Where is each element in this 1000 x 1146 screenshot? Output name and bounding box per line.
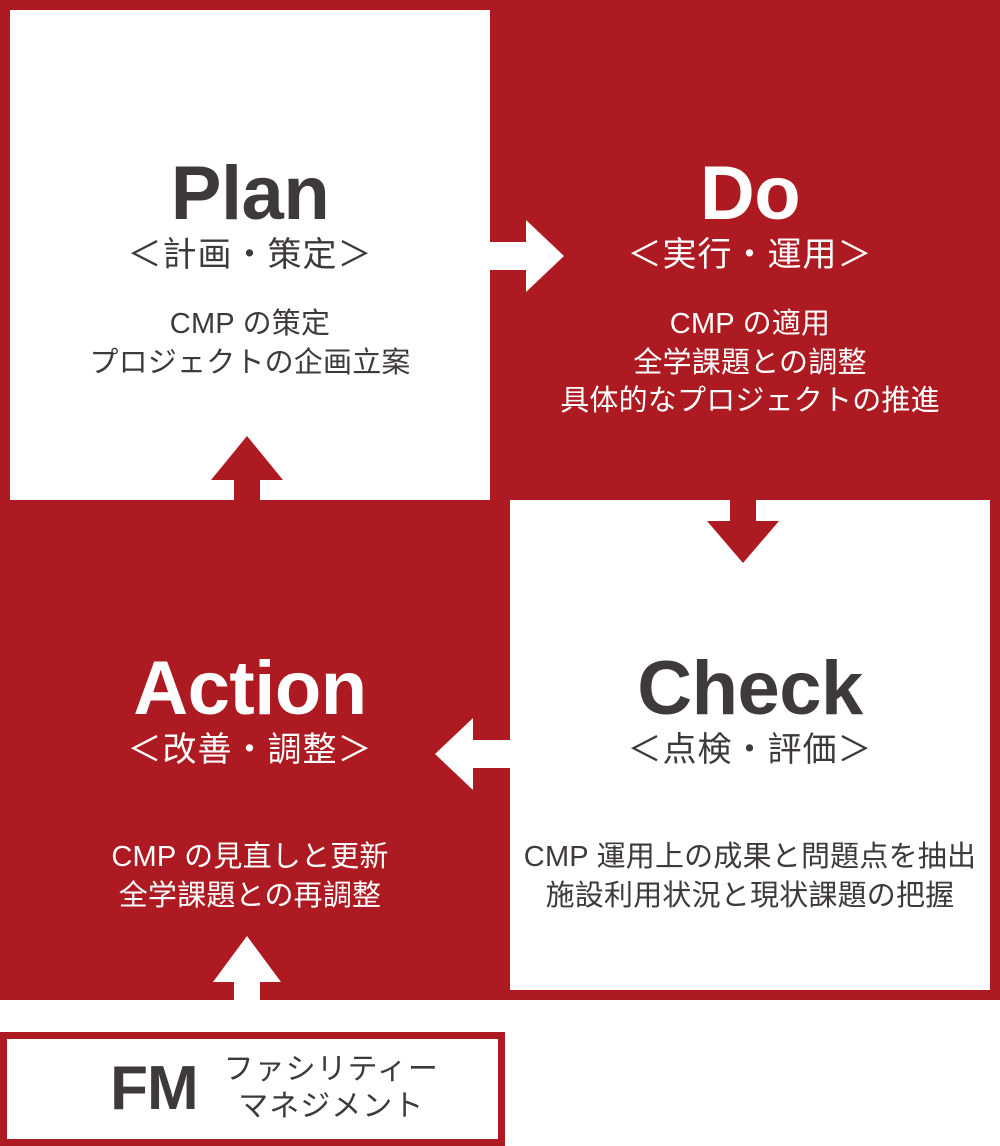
fm-abbreviation: FM bbox=[110, 1054, 199, 1123]
action-heading: Action bbox=[133, 646, 367, 731]
check-heading: Check bbox=[637, 646, 863, 731]
check-body: CMP 運用上の成果と問題点を抽出 施設利用状況と現状課題の把握 bbox=[500, 838, 1000, 915]
fm-label-line-1: ファシリティー bbox=[223, 1053, 439, 1087]
fm-label-line-2: マネジメント bbox=[238, 1090, 425, 1123]
action-body-line-1: CMP の見直しと更新 bbox=[111, 841, 389, 873]
plan-body-line-1: CMP の策定 bbox=[169, 308, 331, 340]
action-body: CMP の見直しと更新 全学課題との再調整 bbox=[0, 838, 500, 915]
do-heading: Do bbox=[699, 151, 801, 236]
arrow-left-check-to-action-icon bbox=[435, 718, 511, 790]
quadrant-action bbox=[0, 500, 500, 1000]
action-subheading: ＜改善・調整＞ bbox=[127, 730, 373, 769]
quadrant-plan bbox=[0, 0, 500, 500]
action-title-group: Action ＜改善・調整＞ bbox=[0, 650, 500, 769]
action-body-line-2: 全学課題との再調整 bbox=[118, 879, 382, 912]
plan-body-line-2: プロジェクトの企画立案 bbox=[89, 346, 411, 379]
plan-body: CMP の策定 プロジェクトの企画立案 bbox=[0, 305, 500, 382]
do-body: CMP の適用 全学課題との調整 具体的なプロジェクトの推進 bbox=[500, 305, 1000, 421]
fm-label: ファシリティー マネジメント bbox=[224, 1052, 439, 1125]
fm-footer-box: FM ファシリティー マネジメント bbox=[0, 1032, 505, 1146]
fm-content: FM ファシリティー マネジメント bbox=[110, 1052, 439, 1125]
arrow-up-fm-to-action-icon bbox=[213, 936, 281, 1040]
do-body-line-1: CMP の適用 bbox=[669, 308, 831, 340]
arrow-right-plan-to-do-icon bbox=[488, 220, 564, 292]
arrow-down-do-to-check-icon bbox=[707, 497, 779, 563]
plan-heading: Plan bbox=[170, 151, 330, 236]
check-body-line-2: 施設利用状況と現状課題の把握 bbox=[545, 879, 955, 912]
check-subheading: ＜点検・評価＞ bbox=[627, 730, 873, 769]
quadrant-do bbox=[500, 0, 1000, 500]
check-body-line-1: CMP 運用上の成果と問題点を抽出 bbox=[523, 841, 977, 873]
do-body-line-3: 具体的なプロジェクトの推進 bbox=[560, 385, 940, 418]
plan-title-group: Plan ＜計画・策定＞ bbox=[0, 155, 500, 274]
plan-subheading: ＜計画・策定＞ bbox=[127, 235, 373, 274]
check-title-group: Check ＜点検・評価＞ bbox=[500, 650, 1000, 769]
do-title-group: Do ＜実行・運用＞ bbox=[500, 155, 1000, 274]
arrow-up-action-to-plan-icon bbox=[211, 436, 283, 504]
do-body-line-2: 全学課題との調整 bbox=[633, 346, 867, 379]
do-subheading: ＜実行・運用＞ bbox=[627, 235, 873, 274]
